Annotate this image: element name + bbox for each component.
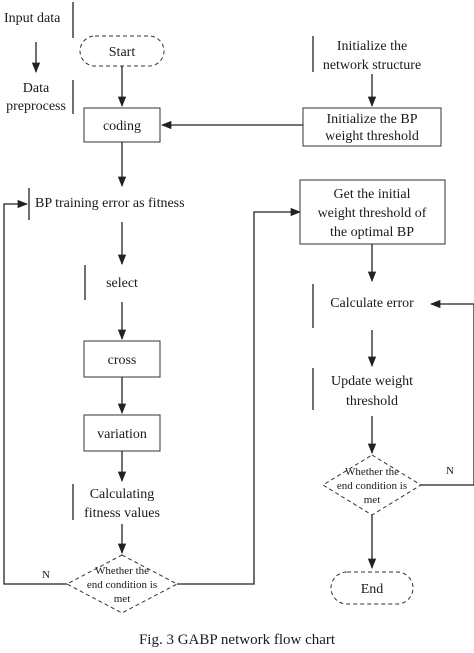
init-structure-label-line1: Initialize the bbox=[337, 39, 407, 54]
data-preprocess-label-line1: Data bbox=[23, 81, 50, 96]
update-weight-label-line2: threshold bbox=[346, 394, 398, 409]
calc-error-label: Calculate error bbox=[330, 296, 414, 311]
init-bp-label-line1: Initialize the BP bbox=[327, 112, 418, 127]
left-no-label: N bbox=[42, 569, 50, 581]
left-yes-to-initial-weight-arrow bbox=[177, 207, 302, 585]
left-no-loop-arrow bbox=[3, 199, 67, 585]
right-decision-label-line3: met bbox=[364, 494, 381, 506]
start-label: Start bbox=[109, 45, 136, 60]
left-decision-label-line2: end condition is bbox=[87, 579, 157, 591]
data-preprocess-label-line2: preprocess bbox=[6, 99, 66, 114]
cross-label: cross bbox=[108, 353, 137, 368]
init-structure-label-line2: network structure bbox=[323, 58, 421, 73]
calc-fitness-label-line2: fitness values bbox=[84, 506, 160, 521]
calc-fitness-label-line1: Calculating bbox=[90, 487, 155, 502]
initial-weight-label-line2: weight threshold of bbox=[318, 206, 427, 221]
left-decision-diamond bbox=[65, 554, 179, 614]
variation-box bbox=[83, 414, 161, 452]
initial-weight-box bbox=[299, 179, 446, 245]
end-terminal bbox=[330, 571, 414, 605]
input-data-label: Input data bbox=[4, 11, 61, 26]
bp-fitness-label: BP training error as fitness bbox=[35, 196, 185, 211]
variation-label: variation bbox=[97, 427, 147, 442]
right-decision-label-line1: Whether the bbox=[345, 466, 399, 478]
coding-box bbox=[83, 107, 161, 143]
right-no-label: N bbox=[446, 465, 454, 477]
left-decision-label-line1: Whether the bbox=[95, 565, 149, 577]
left-decision-label-line3: met bbox=[114, 593, 131, 605]
right-decision-label-line2: end condition is bbox=[337, 480, 407, 492]
coding-label: coding bbox=[103, 119, 141, 134]
init-bp-box bbox=[302, 107, 442, 147]
figure-caption: Fig. 3 GABP network flow chart bbox=[139, 632, 336, 648]
right-no-loop-arrow bbox=[421, 299, 474, 486]
update-weight-label-line1: Update weight bbox=[331, 374, 413, 389]
initial-weight-label-line3: the optimal BP bbox=[330, 225, 414, 240]
init-bp-label-line2: weight threshold bbox=[325, 129, 419, 144]
end-label: End bbox=[361, 582, 384, 597]
select-label: select bbox=[106, 276, 138, 291]
initial-weight-label-line1: Get the initial bbox=[334, 187, 411, 202]
